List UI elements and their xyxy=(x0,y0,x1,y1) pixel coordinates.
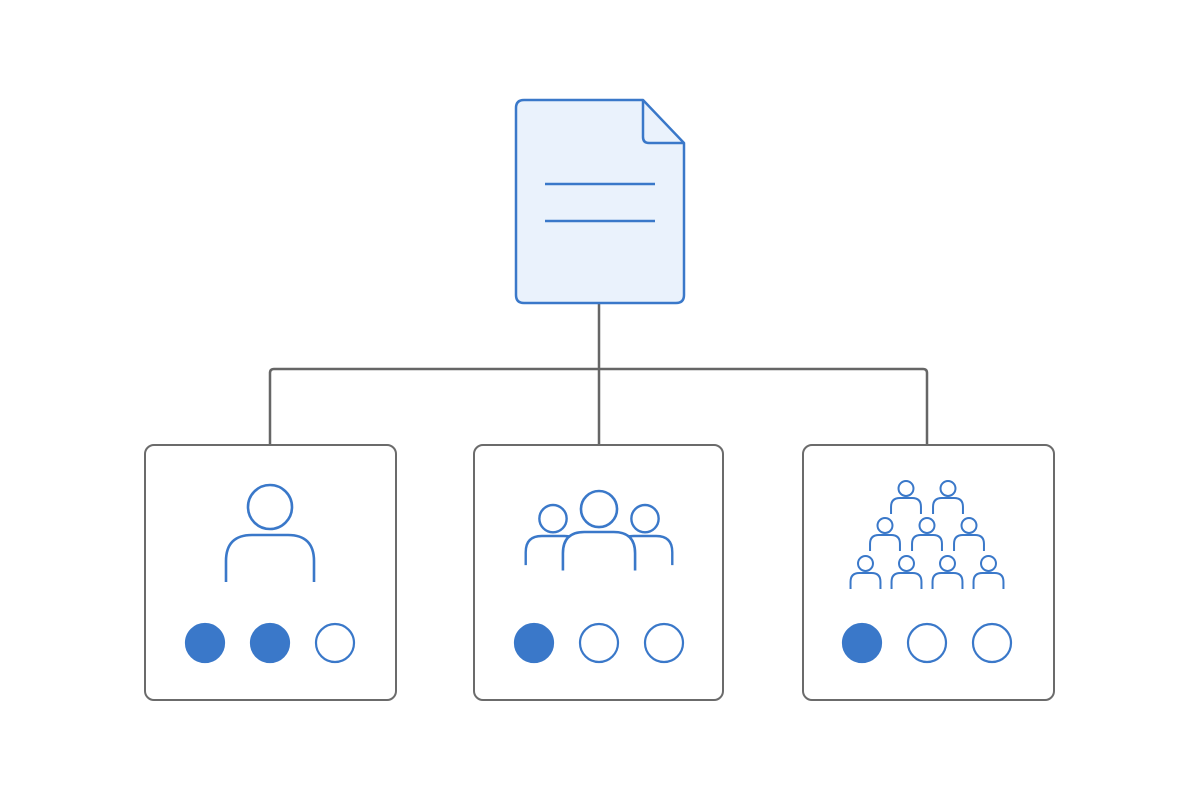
connectors xyxy=(268,303,929,445)
person-body xyxy=(890,572,923,589)
person-head xyxy=(876,516,894,534)
rating-dot-filled xyxy=(513,622,555,664)
rating-dot-empty xyxy=(314,622,356,664)
person-head xyxy=(980,555,997,572)
person-head xyxy=(246,483,294,531)
crowd-icon xyxy=(849,480,1005,589)
document-fold xyxy=(641,100,684,145)
person-body xyxy=(869,534,901,551)
rating-dot-empty xyxy=(971,622,1013,664)
person-head xyxy=(918,516,936,534)
rating-dots xyxy=(841,622,1013,664)
person-body xyxy=(890,497,922,514)
root-document xyxy=(514,98,686,305)
rating-dot-empty xyxy=(643,622,685,664)
person-body xyxy=(911,534,943,551)
person-figure xyxy=(911,516,943,551)
person-figure xyxy=(224,483,316,582)
person-figure xyxy=(890,480,922,514)
card-single-person xyxy=(144,444,397,701)
person-head xyxy=(898,555,915,572)
person-body xyxy=(972,572,1005,589)
person-figure xyxy=(972,555,1005,589)
person-head xyxy=(939,555,956,572)
person-body xyxy=(561,530,637,571)
card-small-group xyxy=(473,444,724,701)
rating-dot-filled xyxy=(184,622,226,664)
person-body xyxy=(849,572,882,589)
person-body xyxy=(931,572,964,589)
person-head xyxy=(538,503,568,534)
person-body xyxy=(953,534,985,551)
person-figure xyxy=(953,516,985,551)
person-body xyxy=(932,497,964,514)
person-head xyxy=(857,555,874,572)
person-figure xyxy=(931,555,964,589)
person-figure xyxy=(932,480,964,514)
rating-dot-empty xyxy=(578,622,620,664)
person-figure xyxy=(849,555,882,589)
group-icon xyxy=(524,489,674,571)
rating-dot-filled xyxy=(249,622,291,664)
rating-dot-empty xyxy=(906,622,948,664)
card-crowd xyxy=(802,444,1055,701)
person-icon xyxy=(224,483,316,582)
person-figure xyxy=(869,516,901,551)
connector-bar xyxy=(268,367,929,445)
person-head xyxy=(960,516,978,534)
rating-dots xyxy=(513,622,685,664)
rating-dot-filled xyxy=(841,622,883,664)
person-figure xyxy=(561,489,637,571)
document-icon xyxy=(514,98,686,305)
person-head xyxy=(939,480,957,497)
person-head xyxy=(897,480,915,497)
person-head xyxy=(630,503,660,534)
person-body xyxy=(224,533,316,582)
person-head xyxy=(579,489,619,529)
person-figure xyxy=(890,555,923,589)
rating-dots xyxy=(184,622,356,664)
